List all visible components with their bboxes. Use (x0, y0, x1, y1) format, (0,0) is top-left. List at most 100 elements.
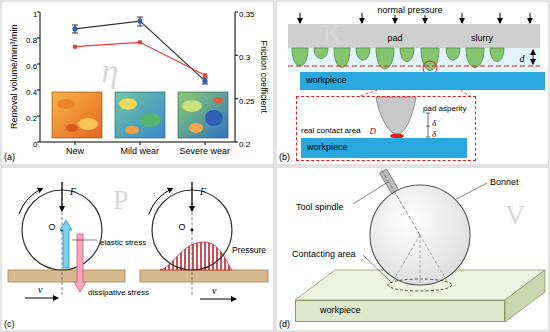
tick-label-anchor: 0.25 (239, 90, 255, 108)
chart-axes-part (37, 116, 40, 117)
panel-letter: (c) (4, 319, 15, 329)
workpiece-face: workpiece (295, 300, 505, 322)
chart-axes-part (235, 55, 238, 56)
removal-series-part (137, 17, 143, 18)
dimension-symbol: δ (432, 118, 436, 128)
tick-label-anchor: 1 (33, 3, 37, 21)
bonnet-model-part (420, 235, 448, 283)
pad-model-part (376, 97, 416, 135)
contact-models-part (60, 220, 72, 268)
contact-models-part (72, 240, 97, 241)
removal-series-part (137, 26, 143, 27)
bonnet-model-part (363, 255, 392, 283)
removal-series (72, 17, 208, 84)
removal-series-part (72, 26, 77, 31)
watermark-anchor: K (323, 20, 342, 49)
dimension-symbol: D (370, 126, 377, 136)
pad-model-part-part (395, 15, 396, 23)
contact-models-part (160, 242, 232, 270)
panel-frames-part (276, 1, 549, 165)
annotation: elastic stress (100, 238, 146, 247)
force-symbol: F (200, 186, 206, 197)
chart-axes-part (37, 142, 40, 143)
axis-title-anchor: Friction coefficient (257, 41, 275, 113)
node-label-anchor: real contact area (301, 119, 361, 137)
pad-model-part-part (500, 13, 501, 23)
surface-insets-part (189, 123, 203, 133)
part-label-anchor: Bonnet (490, 171, 519, 189)
force-symbol: F (70, 186, 76, 197)
pad-model-part (428, 113, 429, 137)
node-label: real contact area (301, 126, 361, 135)
center-symbol-anchor: O (179, 216, 186, 234)
friction-series-part (73, 45, 77, 49)
surface-insets-part (205, 110, 223, 126)
tick-label: 0.8 (26, 36, 37, 45)
contact-models-part (74, 234, 86, 292)
pad-model-part-part (425, 15, 426, 23)
bonnet-model-part (455, 183, 487, 200)
bonnet-model-part (505, 270, 545, 322)
bonnet-model-part (381, 169, 420, 235)
friction-series-part (138, 40, 142, 44)
velocity-symbol-anchor: v (38, 279, 42, 297)
chart-axes-part (140, 142, 141, 145)
panel-frames-part (1, 1, 274, 165)
category-label-anchor: New (66, 140, 84, 158)
center-symbol-anchor: O (49, 216, 56, 234)
dimension-symbol-anchor: δ (432, 123, 436, 141)
watermark: V (505, 199, 525, 230)
node-label: pad asperity (423, 104, 467, 113)
annotation-anchor: Pressure (232, 239, 266, 257)
node-label-anchor: pad asperity (423, 97, 467, 115)
chart-axes-part (37, 64, 40, 65)
part-label: slurry (471, 33, 493, 43)
panel-letter-anchor: (b) (279, 146, 290, 164)
panel-letter-anchor: (a) (4, 146, 15, 164)
tick-label-anchor: 0.2 (26, 107, 37, 125)
force-symbol-anchor: F (70, 181, 76, 199)
axis-title: Removal volume/mm³/min (9, 25, 19, 130)
node-label: workpiece (307, 143, 348, 153)
pad-model-part-part (362, 13, 363, 23)
friction-series (73, 40, 207, 77)
contact-models-part (25, 298, 58, 299)
chart-axes-part (37, 38, 40, 39)
node-label: workpiece (306, 76, 347, 86)
surface-insets-part (178, 92, 228, 138)
pad-model-part-part (462, 13, 463, 23)
surface-insets-part (115, 92, 165, 138)
watermark: η (102, 52, 119, 89)
contact-models-part (191, 182, 192, 211)
removal-series-part (202, 84, 208, 85)
part-label-anchor: Tool spindle (296, 196, 344, 214)
tick-label: 0.25 (239, 97, 255, 106)
category-label: Severe wear (180, 146, 231, 156)
surface-insets-part (66, 124, 78, 132)
zoom-inset: pad asperity real contact area workpiece (296, 96, 476, 161)
dimension-symbol-anchor: d (520, 48, 525, 66)
contact-models-part (149, 188, 173, 214)
surface-insets (52, 92, 228, 138)
panel-letter: (d) (279, 319, 290, 329)
part-label: Contacting area (292, 249, 356, 259)
removal-series-part (72, 25, 78, 26)
tick-label: 0.4 (26, 88, 37, 97)
bonnet-model-part (370, 185, 470, 285)
contact-models-part (140, 270, 268, 282)
watermark-anchor: η (102, 52, 119, 89)
removal-series-part (75, 21, 205, 81)
part-label: pad (388, 33, 403, 43)
tick-label: 1 (33, 10, 37, 19)
center-symbol: O (179, 222, 186, 232)
bonnet-model (295, 169, 545, 322)
chart-axes-part (235, 142, 238, 143)
axis-title-anchor: Removal volume/mm³/min (3, 25, 21, 130)
tick-label-anchor: 0.4 (26, 81, 37, 99)
axis-title: Friction coefficient (259, 41, 269, 113)
pad-model-part (288, 48, 540, 72)
surface-insets-part (125, 126, 139, 134)
part-label: Tool spindle (296, 202, 344, 212)
